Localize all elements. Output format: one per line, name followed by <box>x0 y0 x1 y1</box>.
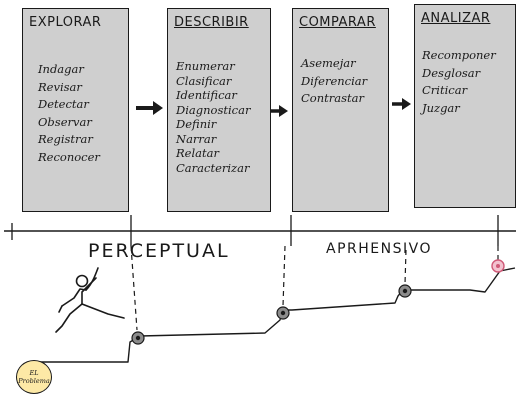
dashed-guide-3 <box>404 249 407 285</box>
stage-box-describir: DESCRIBIR Enumerar Clasificar Identifica… <box>167 8 271 212</box>
stage-title: ANALIZAR <box>421 11 491 26</box>
arrow-right-icon <box>136 101 163 115</box>
verb-item: Recomponer <box>422 48 496 62</box>
verb-item: Indagar <box>38 62 84 76</box>
stage-box-comparar: COMPARAR Asemejar Diferenciar Contrastar <box>292 8 389 212</box>
verb-item: Desglosar <box>422 65 481 80</box>
verb-item: Narrar <box>176 131 217 146</box>
step-node <box>131 331 145 345</box>
verb-item: Reconocer <box>38 149 100 164</box>
stage-box-analizar: ANALIZAR Recomponer Desglosar Criticar J… <box>414 4 516 208</box>
verb-item: Detectar <box>38 97 89 111</box>
verb-item: Diferenciar <box>301 73 368 88</box>
step-node <box>398 284 412 298</box>
climbing-figure-icon <box>55 267 125 333</box>
verb-item: Identificar <box>176 88 237 102</box>
stage-title: COMPARAR <box>299 15 376 30</box>
verb-item: Clasificar <box>176 73 232 88</box>
arrow-right-icon <box>270 105 288 117</box>
verb-item: Observar <box>38 114 92 129</box>
verb-list: Asemejar Diferenciar Contrastar <box>301 55 367 108</box>
start-badge-line1: EL <box>29 369 39 377</box>
dashed-guide-2 <box>282 245 286 307</box>
verb-item: Juzgar <box>422 100 460 115</box>
verb-item: Enumerar <box>176 59 235 73</box>
stage-title: DESCRIBIR <box>174 15 249 30</box>
verb-list: Enumerar Clasificar Identificar Diagnost… <box>176 59 250 175</box>
arrow-right-icon <box>392 98 411 110</box>
phase-label-perceptual: PERCEPTUAL <box>88 240 230 262</box>
stage-title: EXPLORAR <box>29 15 102 30</box>
verb-list: Indagar Revisar Detectar Observar Regist… <box>38 61 100 166</box>
start-badge: EL Problema <box>16 360 52 394</box>
stage-box-explorar: EXPLORAR Indagar Revisar Detectar Observ… <box>22 8 129 212</box>
verb-item: Revisar <box>38 79 82 94</box>
step-node-final <box>491 259 505 273</box>
start-badge-line2: Problema <box>18 377 50 385</box>
verb-item: Asemejar <box>301 56 356 70</box>
step-node <box>276 306 290 320</box>
verb-item: Diagnosticar <box>176 102 251 117</box>
verb-item: Caracterizar <box>176 160 250 175</box>
verb-item: Registrar <box>38 132 93 146</box>
verb-item: Definir <box>176 117 217 131</box>
verb-list: Recomponer Desglosar Criticar Juzgar <box>422 47 496 117</box>
verb-item: Relatar <box>176 146 219 160</box>
phase-label-aprehensivo: APRHENSIVO <box>326 241 432 257</box>
verb-item: Criticar <box>422 83 468 97</box>
verb-item: Contrastar <box>301 91 364 105</box>
